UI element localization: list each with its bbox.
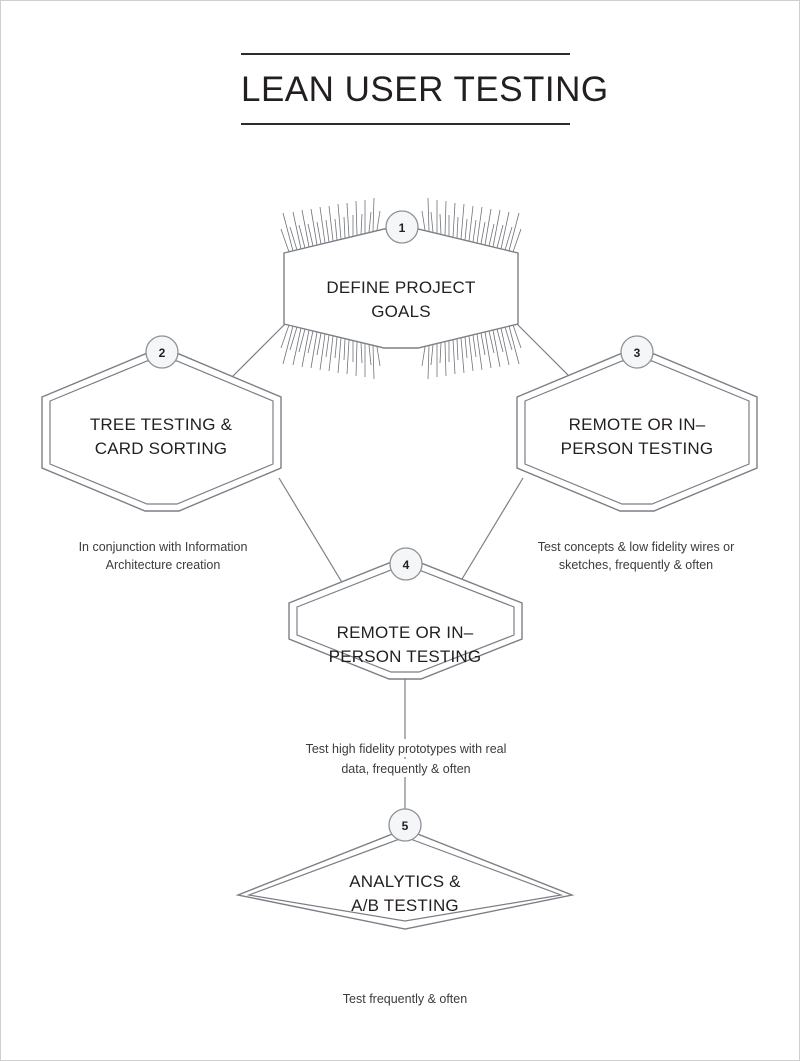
- node-2-caption-line1: In conjunction with Information: [79, 540, 248, 554]
- node-2-caption-line2: Architecture creation: [106, 558, 221, 572]
- node-5-badge[interactable]: [388, 808, 422, 842]
- page-title: LEAN USER TESTING: [241, 70, 609, 109]
- node-5[interactable]: ANALYTICS & A/B TESTING 5 Test frequentl…: [235, 808, 575, 1006]
- node-3-badge[interactable]: [620, 335, 654, 369]
- node-5-badge-number: 5: [402, 819, 409, 833]
- node-3-label-line2: PERSON TESTING: [561, 439, 714, 458]
- node-2[interactable]: TREE TESTING & CARD SORTING 2 In conjunc…: [41, 335, 282, 572]
- node-3-label-line1: REMOTE OR IN–: [569, 415, 706, 434]
- node-1[interactable]: DEFINE PROJECT GOALS 1: [280, 197, 522, 380]
- node-3-caption-line1: Test concepts & low fidelity wires or: [538, 540, 735, 554]
- sunburst-hatch-icon: [280, 197, 522, 380]
- node-2-badge-number: 2: [159, 346, 166, 360]
- node-5-label-line1: ANALYTICS &: [349, 872, 461, 891]
- node-3-badge-number: 3: [634, 346, 641, 360]
- node-2-label-line2: CARD SORTING: [95, 439, 227, 458]
- node-1-badge[interactable]: [385, 210, 419, 244]
- node-5-diamond-inner: [246, 836, 564, 922]
- node-3[interactable]: REMOTE OR IN– PERSON TESTING 3 Test conc…: [516, 335, 758, 572]
- node-4-badge[interactable]: [389, 547, 423, 581]
- node-1-label-line1: DEFINE PROJECT: [326, 278, 475, 297]
- node-4-caption-line1: Test high fidelity prototypes with real: [306, 742, 507, 756]
- title-block: LEAN USER TESTING: [241, 53, 609, 125]
- node-4-caption-backing: [289, 739, 523, 757]
- title-rule-top: [241, 53, 570, 55]
- node-5-caption-line1: Test frequently & often: [343, 992, 467, 1006]
- node-4-badge-number: 4: [403, 558, 410, 572]
- node-4-label-line2: PERSON TESTING: [329, 647, 482, 666]
- node-3-caption-line2: sketches, frequently & often: [559, 558, 713, 572]
- node-1-label-line2: GOALS: [371, 302, 431, 321]
- node-1-badge-number: 1: [399, 221, 406, 235]
- connector-2-to-4: [278, 477, 347, 590]
- connector-3-to-4: [455, 477, 524, 590]
- node-4-caption-line2: data, frequently & often: [341, 762, 470, 776]
- title-rule-bottom: [241, 123, 570, 125]
- node-5-label-line2: A/B TESTING: [351, 896, 459, 915]
- node-4-caption-backing-2: [323, 759, 489, 777]
- node-4-label-line1: REMOTE OR IN–: [337, 623, 474, 642]
- node-2-label-line1: TREE TESTING &: [90, 415, 233, 434]
- connector-1-to-2: [222, 323, 286, 387]
- node-5-diamond-outer[interactable]: [235, 828, 575, 930]
- node-2-badge[interactable]: [145, 335, 179, 369]
- node-4[interactable]: REMOTE OR IN– PERSON TESTING 4 Test high…: [288, 547, 523, 777]
